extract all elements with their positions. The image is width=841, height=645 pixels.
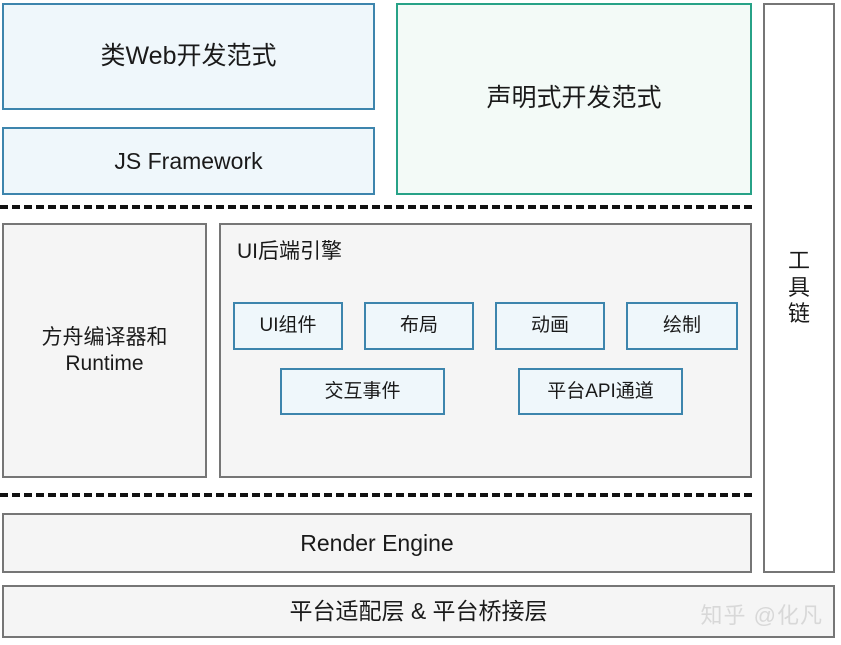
module-animation: 动画 xyxy=(495,302,605,350)
toolchain-char-3: 链 xyxy=(787,301,810,327)
web-like-paradigm-label: 类Web开发范式 xyxy=(100,41,277,70)
toolchain-char-2: 具 xyxy=(787,274,810,300)
ark-compiler-runtime-box: 方舟编译器和 Runtime xyxy=(2,223,207,478)
platform-adaptation-bridge-box: 平台适配层 & 平台桥接层 xyxy=(2,585,835,638)
declarative-paradigm-box: 声明式开发范式 xyxy=(396,3,752,195)
module-layout-label: 布局 xyxy=(399,315,438,337)
ark-compiler-runtime-label: 方舟编译器和 Runtime xyxy=(42,325,168,376)
module-drawing-label: 绘制 xyxy=(662,315,701,337)
module-ui-components: UI组件 xyxy=(233,302,343,350)
ui-backend-engine-box: UI后端引擎 xyxy=(219,223,752,478)
declarative-paradigm-label: 声明式开发范式 xyxy=(486,84,662,113)
module-layout: 布局 xyxy=(364,302,474,350)
render-engine-label: Render Engine xyxy=(300,529,454,556)
js-framework-label: JS Framework xyxy=(114,147,263,174)
render-engine-box: Render Engine xyxy=(2,513,752,573)
js-framework-box: JS Framework xyxy=(2,127,375,195)
ui-backend-engine-label: UI后端引擎 xyxy=(237,240,342,263)
ark-compiler-line-2: Runtime xyxy=(65,351,144,375)
module-interaction-events: 交互事件 xyxy=(280,368,445,415)
module-platform-api-channel-label: 平台API通道 xyxy=(547,380,654,402)
layer-separator-top xyxy=(0,205,752,209)
module-drawing: 绘制 xyxy=(626,302,738,350)
module-platform-api-channel: 平台API通道 xyxy=(518,368,683,415)
ark-compiler-line-1: 方舟编译器和 xyxy=(41,325,168,349)
toolchain-char-1: 工 xyxy=(787,247,810,273)
platform-adaptation-bridge-label: 平台适配层 & 平台桥接层 xyxy=(289,598,548,625)
module-interaction-events-label: 交互事件 xyxy=(324,380,401,402)
watermark: 知乎 @化凡 xyxy=(700,603,823,628)
toolchain-box: 工 具 链 xyxy=(763,3,835,573)
module-animation-label: 动画 xyxy=(530,315,569,337)
module-ui-components-label: UI组件 xyxy=(259,315,317,337)
web-like-paradigm-box: 类Web开发范式 xyxy=(2,3,375,110)
layer-separator-bottom xyxy=(0,493,752,497)
